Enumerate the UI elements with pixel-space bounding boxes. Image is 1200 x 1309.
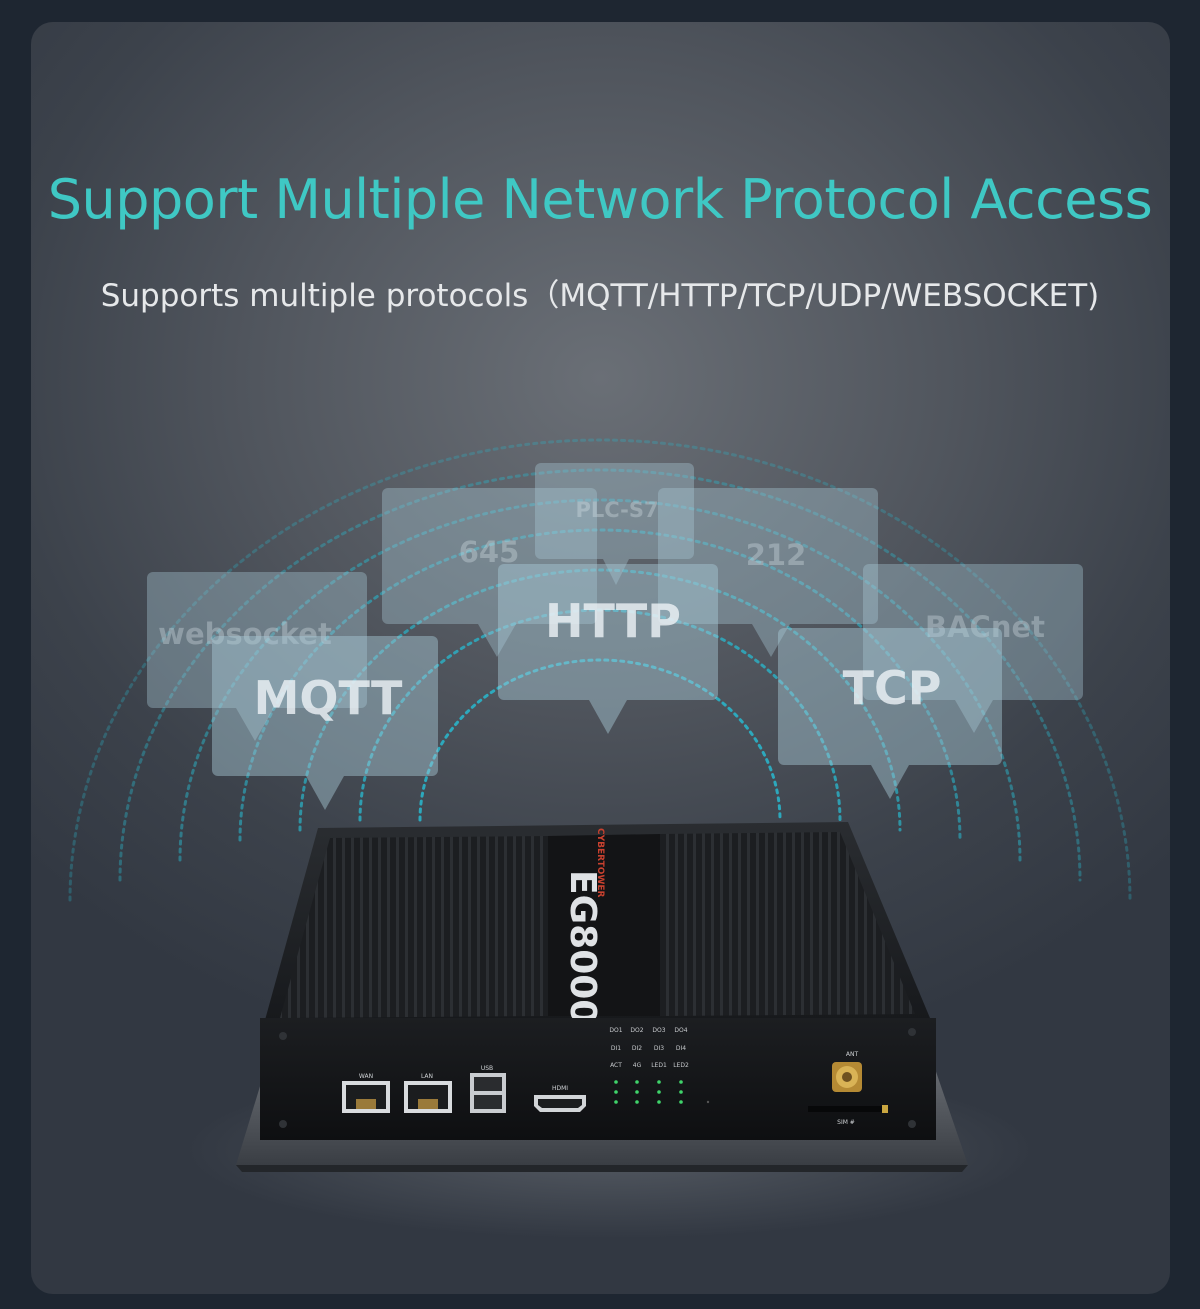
lan-label: LAN: [421, 1073, 433, 1080]
bubble-http: [498, 564, 718, 734]
bubble-label-645: 645: [459, 535, 520, 569]
heat-fins-right: [660, 832, 915, 1016]
svg-text:DI4: DI4: [676, 1045, 686, 1052]
bubble-212: [658, 488, 878, 657]
svg-text:4G: 4G: [633, 1062, 642, 1069]
svg-text:DO1: DO1: [609, 1027, 622, 1034]
bubble-label-bacnet: BACnet: [925, 610, 1045, 644]
device-brand-logo: CYBERTOWER: [595, 828, 605, 898]
heat-fins-left: [280, 836, 548, 1018]
gateway-device: EG8000 CYBERTOWER WAN LAN USB HDMI ANT S…: [236, 822, 968, 1172]
bubble-label-http: HTTP: [545, 594, 681, 648]
device-front-panel: [260, 1018, 936, 1140]
bubble-label-websocket: websocket: [158, 617, 332, 651]
front-bubbles: [212, 564, 1002, 810]
device-model-label: EG8000: [562, 870, 603, 1024]
ant-label: ANT: [846, 1051, 859, 1058]
wan-port: [342, 1081, 390, 1113]
hdmi-label: HDMI: [552, 1085, 568, 1092]
bubble-645: [382, 488, 597, 657]
bubble-mqtt: [212, 636, 438, 810]
bubble-label-tcp: TCP: [843, 661, 942, 715]
antenna-connector: [832, 1062, 862, 1092]
sim-label: SIM #: [837, 1119, 855, 1126]
svg-text:ACT: ACT: [610, 1062, 622, 1069]
status-leds: [614, 1080, 683, 1104]
svg-text:DI3: DI3: [654, 1045, 664, 1052]
sim-slot: [808, 1105, 888, 1113]
bubble-websocket: [147, 572, 367, 741]
top-label-panel: [548, 834, 660, 1016]
page-subtitle: Supports multiple protocols（MQTT/HTTP/TC…: [100, 278, 1100, 314]
hdmi-port: [534, 1095, 586, 1112]
signal-waves: [68, 438, 1132, 902]
back-bubbles: [147, 463, 1083, 741]
lan-port: [404, 1081, 452, 1113]
bubble-label-plc-s7: PLC-S7: [575, 498, 658, 522]
svg-text:DO2: DO2: [630, 1027, 643, 1034]
bubble-tcp: [778, 628, 1002, 799]
led-labels: DO1 DO2 DO3 DO4 DI1 DI2 DI3 DI4 ACT 4G L…: [609, 1027, 689, 1069]
bubble-plc-s7: [535, 463, 694, 585]
usb-port: [470, 1073, 506, 1113]
bubble-label-mqtt: MQTT: [254, 671, 403, 725]
bubble-bacnet: [863, 564, 1083, 733]
svg-text:LED2: LED2: [673, 1062, 689, 1069]
svg-text:DI1: DI1: [611, 1045, 621, 1052]
usb-label: USB: [481, 1065, 493, 1072]
wan-label: WAN: [359, 1073, 373, 1080]
page-title: Support Multiple Network Protocol Access: [47, 168, 1153, 231]
svg-text:DO3: DO3: [652, 1027, 665, 1034]
svg-text:LED1: LED1: [651, 1062, 667, 1069]
svg-text:DO4: DO4: [674, 1027, 687, 1034]
svg-text:DI2: DI2: [632, 1045, 642, 1052]
bubble-label-212: 212: [746, 538, 807, 572]
